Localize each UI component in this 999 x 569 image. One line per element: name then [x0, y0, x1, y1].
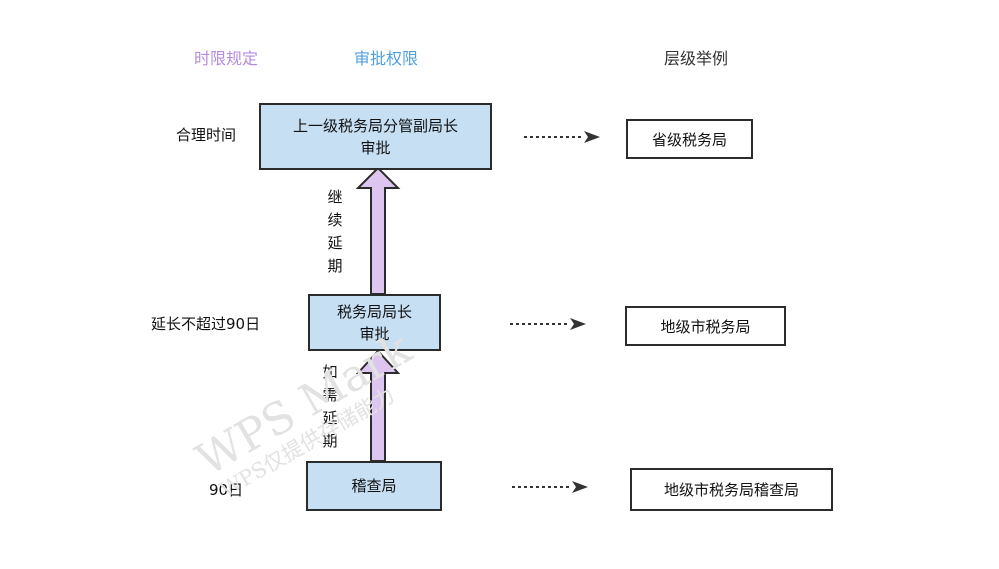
approval-line: 税务局局长: [336, 302, 412, 321]
header-time-limit: 时限规定: [193, 49, 258, 68]
arrow-label-continue-extension: 继续延期: [327, 188, 343, 275]
up-arrow-upper: [355, 166, 401, 295]
approval-box-level-1: 上一级税务局分管副局长 审批: [259, 103, 492, 170]
approval-line: 审批: [360, 138, 391, 157]
example-box-level-3: 地级市税务局稽查局: [630, 468, 833, 511]
approval-box-level-2: 税务局局长 审批: [308, 294, 441, 351]
time-limit-level-1: 合理时间: [176, 126, 237, 144]
arrow-label-if-extension-needed: 如需延期: [322, 363, 338, 450]
header-example: 层级举例: [663, 49, 728, 68]
approval-box-level-3: 稽查局: [306, 461, 442, 511]
dashed-arrow-3: [512, 481, 588, 493]
approval-line: 审批: [359, 324, 390, 343]
header-approval: 审批权限: [353, 49, 418, 68]
time-limit-level-3: 90日: [209, 481, 244, 499]
time-limit-level-2: 延长不超过90日: [151, 315, 261, 333]
dashed-arrow-1: [524, 131, 600, 143]
example-box-level-1: 省级税务局: [626, 119, 753, 159]
approval-line: 稽查局: [351, 477, 397, 495]
dashed-arrow-2: [510, 318, 586, 330]
up-arrow-lower: [355, 349, 401, 462]
approval-line: 上一级税务局分管副局长: [292, 116, 458, 135]
example-box-level-2: 地级市税务局: [625, 306, 786, 346]
